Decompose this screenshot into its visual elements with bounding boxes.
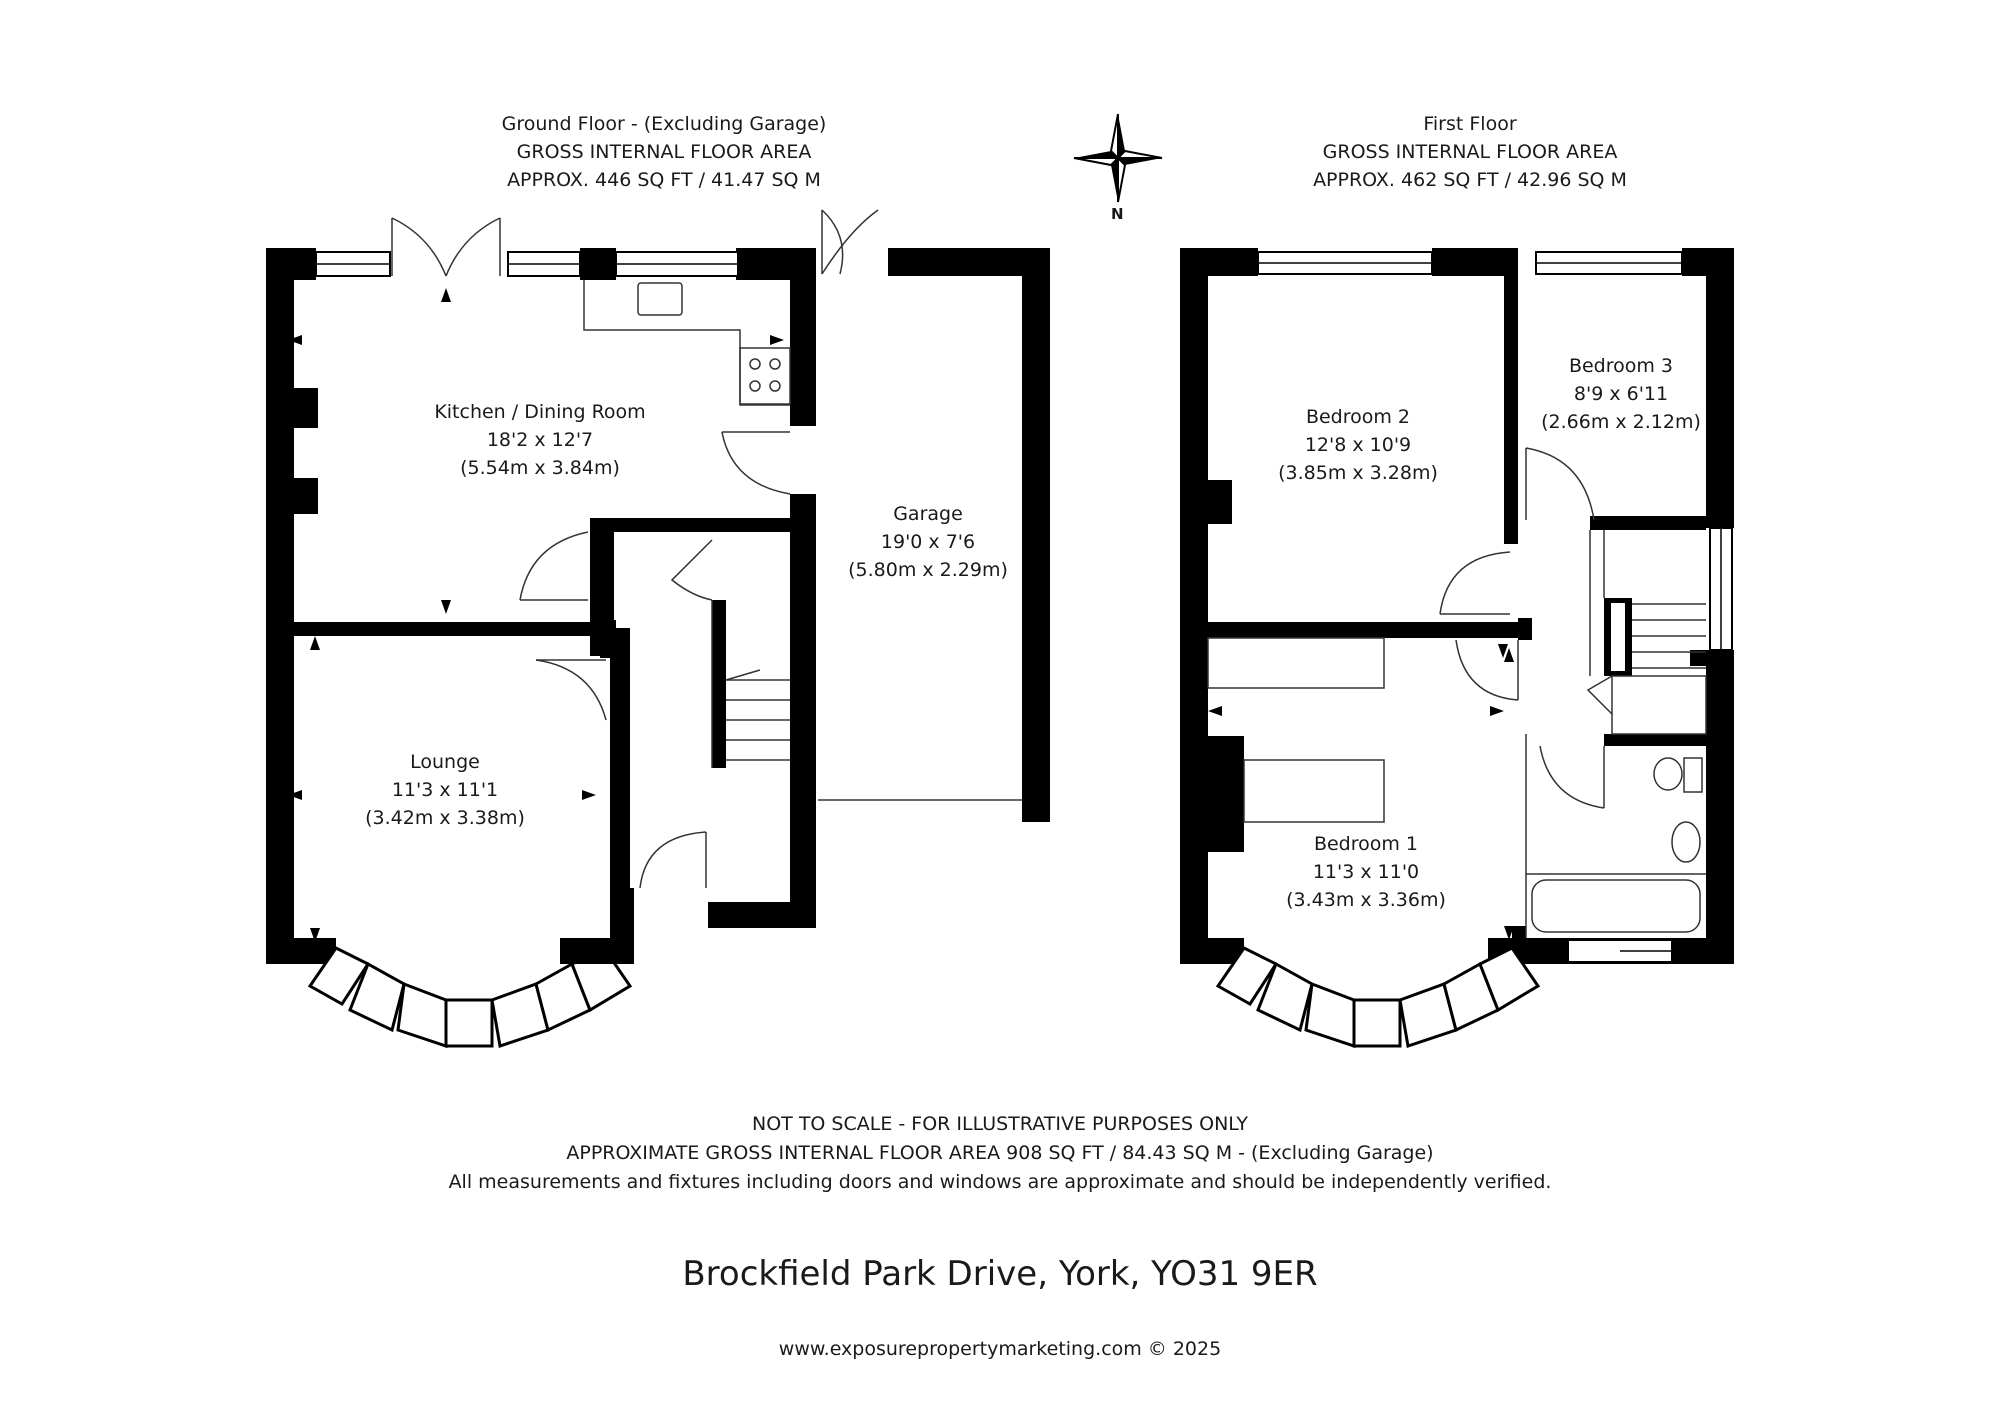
ground-floor-heading: Ground Floor - (Excluding Garage) GROSS … <box>404 110 924 194</box>
room-imperial: 11'3 x 11'0 <box>1312 861 1420 883</box>
room-name: Garage <box>893 503 963 525</box>
ground-floor-area: APPROX. 446 SQ FT / 41.47 SQ M <box>507 169 821 191</box>
room-imperial: 12'8 x 10'9 <box>1304 434 1412 456</box>
room-label-bedroom-1: Bedroom 1 11'3 x 11'0 (3.43m x 3.36m) <box>1286 830 1446 914</box>
total-area: APPROXIMATE GROSS INTERNAL FLOOR AREA 90… <box>566 1142 1434 1164</box>
room-metric: (5.54m x 3.84m) <box>460 457 620 479</box>
first-floor-area: APPROX. 462 SQ FT / 42.96 SQ M <box>1313 169 1627 191</box>
compass-star-icon <box>1073 113 1163 203</box>
address: Brockfield Park Drive, York, YO31 9ER <box>682 1254 1318 1294</box>
room-metric: (5.80m x 2.29m) <box>848 559 1008 581</box>
compass-label: N <box>1111 205 1124 223</box>
footer-notes: NOT TO SCALE - FOR ILLUSTRATIVE PURPOSES… <box>0 1110 2000 1197</box>
room-metric: (3.43m x 3.36m) <box>1286 889 1446 911</box>
room-label-garage: Garage 19'0 x 7'6 (5.80m x 2.29m) <box>848 500 1008 584</box>
room-metric: (2.66m x 2.12m) <box>1541 411 1701 433</box>
ground-floor-title: Ground Floor - (Excluding Garage) <box>501 113 827 135</box>
first-floor-area-label: GROSS INTERNAL FLOOR AREA <box>1322 141 1618 163</box>
ground-floor-area-label: GROSS INTERNAL FLOOR AREA <box>516 141 812 163</box>
room-label-kitchen-dining: Kitchen / Dining Room 18'2 x 12'7 (5.54m… <box>434 398 645 482</box>
room-metric: (3.42m x 3.38m) <box>365 807 525 829</box>
disclaimer: All measurements and fixtures including … <box>448 1171 1552 1193</box>
room-imperial: 11'3 x 11'1 <box>391 779 499 801</box>
room-name: Bedroom 2 <box>1305 406 1411 428</box>
scale-note: NOT TO SCALE - FOR ILLUSTRATIVE PURPOSES… <box>752 1113 1248 1135</box>
room-label-bedroom-3: Bedroom 3 8'9 x 6'11 (2.66m x 2.12m) <box>1541 352 1701 436</box>
room-name: Kitchen / Dining Room <box>434 401 646 423</box>
credit: www.exposurepropertymarketing.com © 2025 <box>778 1338 1222 1360</box>
room-name: Lounge <box>410 751 480 773</box>
room-metric: (3.85m x 3.28m) <box>1278 462 1438 484</box>
room-name: Bedroom 3 <box>1568 355 1674 377</box>
first-floor-heading: First Floor GROSS INTERNAL FLOOR AREA AP… <box>1210 110 1730 194</box>
room-label-lounge: Lounge 11'3 x 11'1 (3.42m x 3.38m) <box>365 748 525 832</box>
room-imperial: 8'9 x 6'11 <box>1573 383 1669 405</box>
ground-floor-plan <box>266 209 1050 1049</box>
room-imperial: 18'2 x 12'7 <box>486 429 594 451</box>
room-label-bedroom-2: Bedroom 2 12'8 x 10'9 (3.85m x 3.28m) <box>1278 403 1438 487</box>
room-imperial: 19'0 x 7'6 <box>880 531 976 553</box>
first-floor-title: First Floor <box>1423 113 1517 135</box>
first-floor-plan <box>1180 248 1734 1049</box>
room-name: Bedroom 1 <box>1313 833 1419 855</box>
